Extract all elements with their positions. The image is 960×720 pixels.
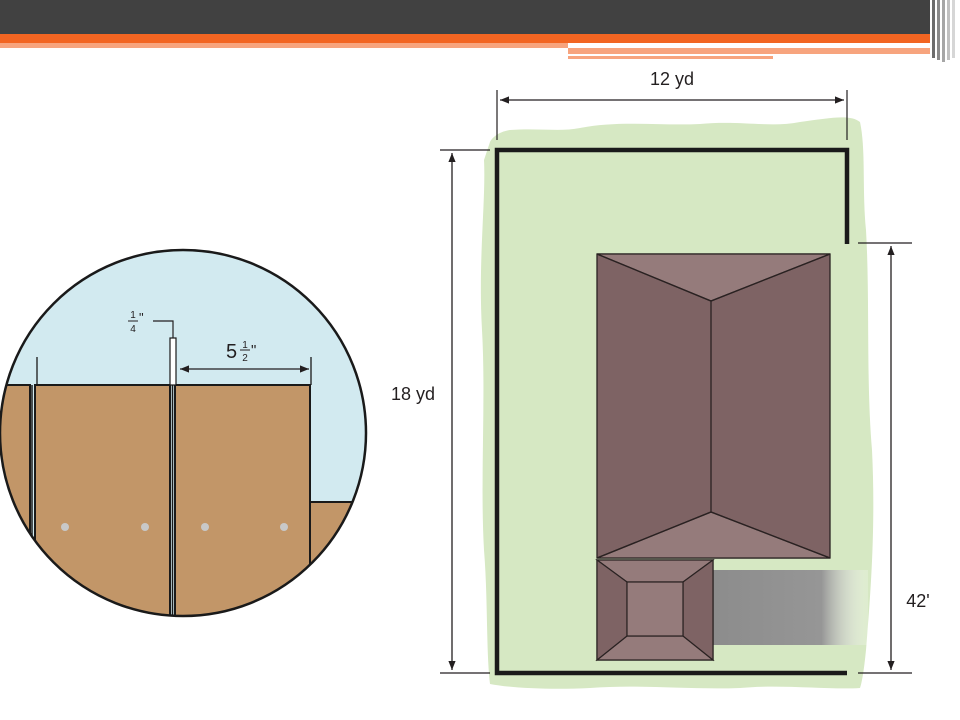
gap-leader-line [153, 320, 174, 338]
width-dimension: 12 yd [496, 69, 848, 140]
yard-fence [494, 147, 850, 676]
board-width-whole: 5 [226, 341, 237, 363]
fence-board-2 [174, 384, 311, 616]
opening-dimension: 42' [858, 242, 930, 674]
header-orange-thin-stripe [0, 43, 568, 48]
gap-label-numerator: 1 [130, 310, 136, 321]
detail-circle-outline [0, 248, 368, 618]
nail [201, 523, 209, 531]
header-tab-accent [568, 48, 930, 54]
board-width-numerator: 1 [242, 340, 248, 351]
gap-label-unit: " [139, 310, 144, 325]
opening-side-label: 42' [906, 591, 929, 611]
garage-roof [595, 558, 715, 662]
header-dark-band [0, 0, 930, 34]
fence-board-back-right [309, 501, 366, 616]
board-width-denominator: 2 [242, 353, 248, 364]
length-dimension: 18 yd [391, 149, 490, 674]
width-label: 12 yd [650, 69, 694, 89]
house-roof [596, 253, 831, 559]
header-corner-lines [930, 0, 960, 62]
nail [61, 523, 69, 531]
yard-plan: 12 yd 18 yd 42' [391, 69, 930, 689]
header-orange-stripe [0, 34, 930, 43]
gap-marker [169, 337, 177, 386]
gap-label-denominator: 4 [130, 324, 136, 335]
board-width-unit: " [251, 342, 256, 359]
nail [280, 523, 288, 531]
driveway [713, 570, 868, 645]
gap-label: 1 4 " [128, 310, 144, 335]
length-label: 18 yd [391, 384, 435, 404]
fence-board-1 [34, 384, 171, 616]
fence-detail: 1 4 " 5 1 2 " [0, 248, 368, 618]
nail [141, 523, 149, 531]
board-width-label: 5 1 2 " [226, 340, 256, 364]
header-tab-accent-2 [568, 56, 773, 59]
header-bar [0, 0, 960, 62]
